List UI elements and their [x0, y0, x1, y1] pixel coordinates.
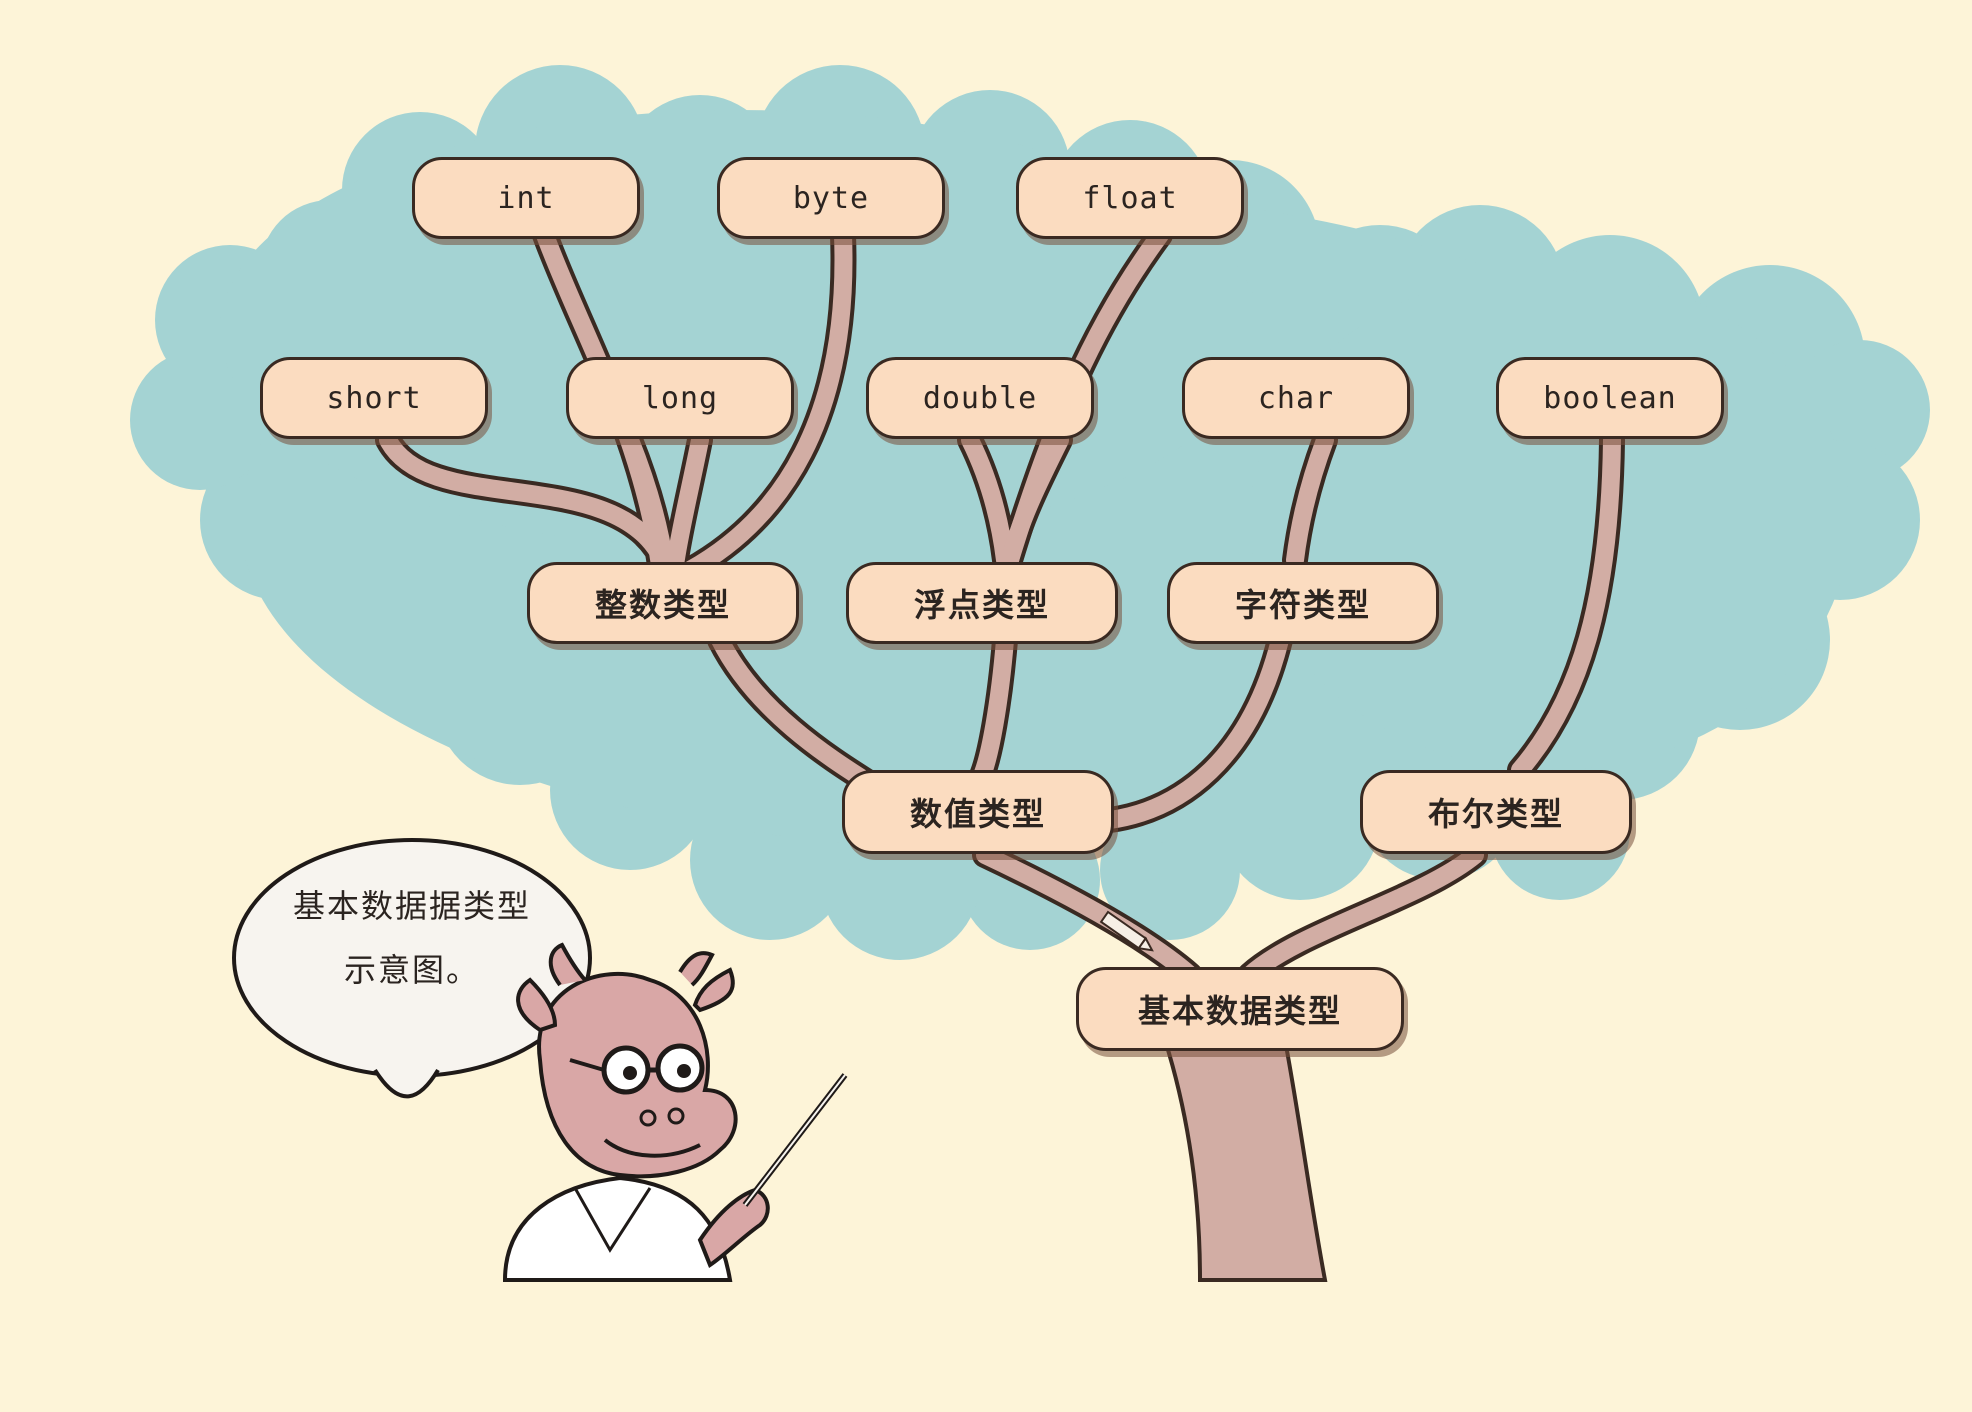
node-short: short — [260, 357, 488, 439]
node-byte: byte — [717, 157, 945, 239]
node-character-type: 字符类型 — [1167, 562, 1439, 644]
node-char: char — [1182, 357, 1410, 439]
node-int: int — [412, 157, 640, 239]
speech-bubble — [232, 838, 592, 1099]
teacher-character-illustration — [502, 942, 848, 1282]
tree-trunk — [1162, 1038, 1328, 1282]
speech-bubble-text: 基本数据据类型 示意图。 — [262, 874, 562, 1002]
pencil-icon — [1099, 910, 1154, 952]
node-long: long — [566, 357, 794, 439]
node-primitive-types-root: 基本数据类型 — [1076, 967, 1404, 1051]
node-float: float — [1016, 157, 1244, 239]
speech-bubble-line-1: 基本数据据类型 — [292, 887, 531, 925]
node-boolean: boolean — [1496, 357, 1724, 439]
node-floating-type: 浮点类型 — [846, 562, 1118, 644]
speech-bubble-line-2: 示意图。 — [343, 951, 480, 989]
node-integer-type: 整数类型 — [527, 562, 799, 644]
node-boolean-type: 布尔类型 — [1360, 770, 1632, 854]
node-numeric-type: 数值类型 — [842, 770, 1114, 854]
node-double: double — [866, 357, 1094, 439]
